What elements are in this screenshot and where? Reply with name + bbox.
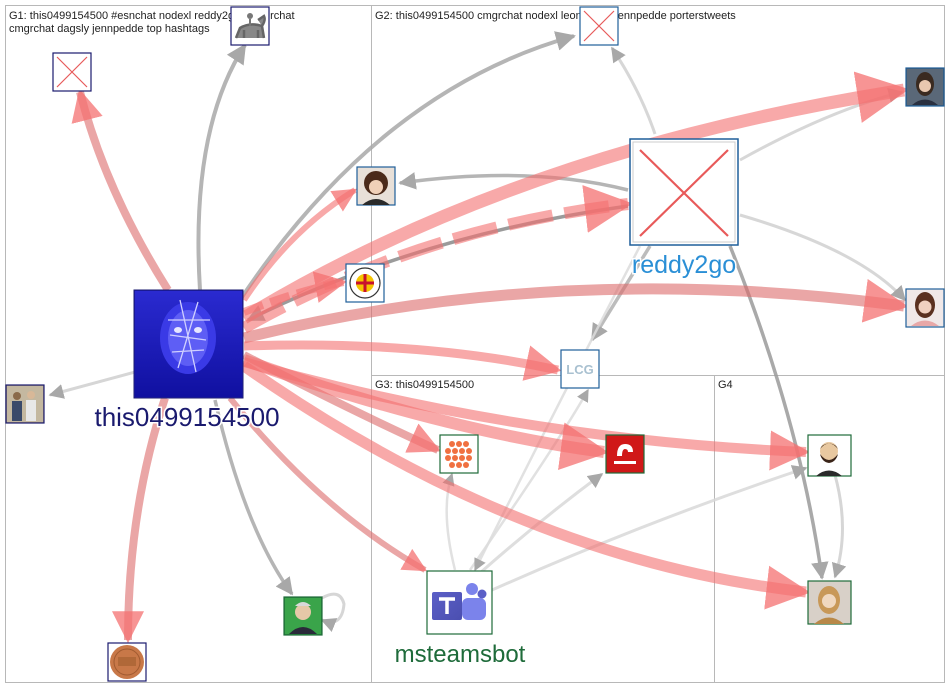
edge-center-to-lcg: [243, 340, 562, 381]
node-g4-blonde-woman[interactable]: [807, 580, 852, 625]
node-g1-couple[interactable]: [5, 384, 45, 424]
edge-reddy-to-broken-top: [610, 46, 657, 135]
panel-labels: G1: this0499154500 #esnchat nodexl reddy…: [9, 10, 736, 391]
woman-portrait-icon: [814, 586, 844, 624]
node-labels: this0499154500 reddy2go msteamsbot: [93, 250, 738, 670]
edge-bearded-to-blonde: [831, 474, 847, 579]
label-reddy2go: reddy2go: [632, 251, 736, 279]
woman-portrait-icon: [362, 171, 390, 205]
node-g3-swoop[interactable]: [605, 434, 645, 474]
edge-center-to-seal: [242, 271, 348, 316]
university-seal-icon: [349, 267, 381, 299]
node-this0499154500[interactable]: [133, 289, 244, 399]
horse-rider-icon: [234, 13, 266, 39]
cartoon-man-icon: [816, 442, 842, 476]
edge-msteams-to-bearded: [491, 465, 808, 592]
node-reddy2go[interactable]: [629, 138, 739, 246]
edge-center-to-woman-curly: [241, 187, 358, 302]
nodes: LCG: [5, 6, 945, 682]
edge-center-to-couple: [48, 366, 151, 399]
microsoft-teams-logo-icon: [432, 583, 487, 620]
people-photo-icon: [7, 386, 43, 422]
man-portrait-icon: [285, 598, 321, 634]
swoop-logo-icon: [614, 444, 636, 464]
edge-center-to-bearded: [242, 357, 810, 471]
edge-center-to-penny: [112, 396, 169, 644]
edge-center-to-broken-left: [71, 88, 172, 293]
node-g2-woman-top-right[interactable]: [905, 67, 945, 107]
node-g1-penny[interactable]: [107, 642, 147, 682]
label-this0499154500: this0499154500: [94, 402, 279, 432]
node-g2-lcg[interactable]: LCG: [560, 349, 600, 389]
node-msteamsbot[interactable]: [426, 570, 493, 635]
node-g1-man[interactable]: [283, 596, 323, 636]
node-g2-seal[interactable]: [345, 263, 385, 303]
node-g3-orange-grid[interactable]: [439, 434, 479, 474]
woman-portrait-icon: [911, 292, 939, 326]
node-g4-bearded-man[interactable]: [807, 434, 852, 477]
woman-portrait-icon: [907, 69, 943, 105]
node-g1-horse[interactable]: [230, 6, 270, 46]
edge-man-self-loop: [320, 592, 346, 632]
edge-center-to-man: [213, 399, 294, 596]
panel-g1-label-line1: G1: this0499154500 #esnchat nodexl reddy…: [9, 10, 295, 22]
lcg-logo-icon: LCG: [566, 362, 593, 377]
node-g2-woman-right[interactable]: [905, 288, 945, 328]
orange-dots-logo-icon: [445, 441, 472, 468]
panel-g4-label: G4: [718, 379, 733, 391]
edge-center-to-broken-top: [238, 31, 576, 302]
strong-edges: [71, 71, 910, 644]
node-g1-broken[interactable]: [52, 52, 92, 92]
edge-reddy-to-woman-curly: [398, 172, 629, 192]
edge-center-to-blonde: [240, 361, 811, 610]
edge-center-to-horse: [196, 43, 247, 291]
svg-text:LCG: LCG: [566, 362, 593, 377]
edge-center-to-woman-right: [242, 278, 909, 344]
panel-g1-label-line2: cmgrchat dagsly jennpedde top hashtags: [9, 23, 210, 35]
label-msteamsbot: msteamsbot: [395, 641, 526, 668]
panel-g4-frame: [714, 375, 945, 683]
face-mask-portrait-icon: [135, 291, 242, 397]
edge-center-to-reddy: [241, 185, 633, 334]
panel-g3-label: G3: this0499154500: [375, 379, 474, 391]
broken-image-icon: [583, 10, 615, 42]
broken-image-icon: [632, 141, 736, 243]
panel-g2-label: G2: this0499154500 cmgrchat nodexl leoni…: [375, 10, 736, 22]
edge-center-to-msteams: [227, 396, 428, 573]
node-g2-broken-top[interactable]: [579, 6, 619, 46]
penny-coin-icon: [110, 645, 144, 679]
node-g2-woman-curly[interactable]: [356, 166, 396, 206]
broken-image-icon: [56, 56, 88, 88]
